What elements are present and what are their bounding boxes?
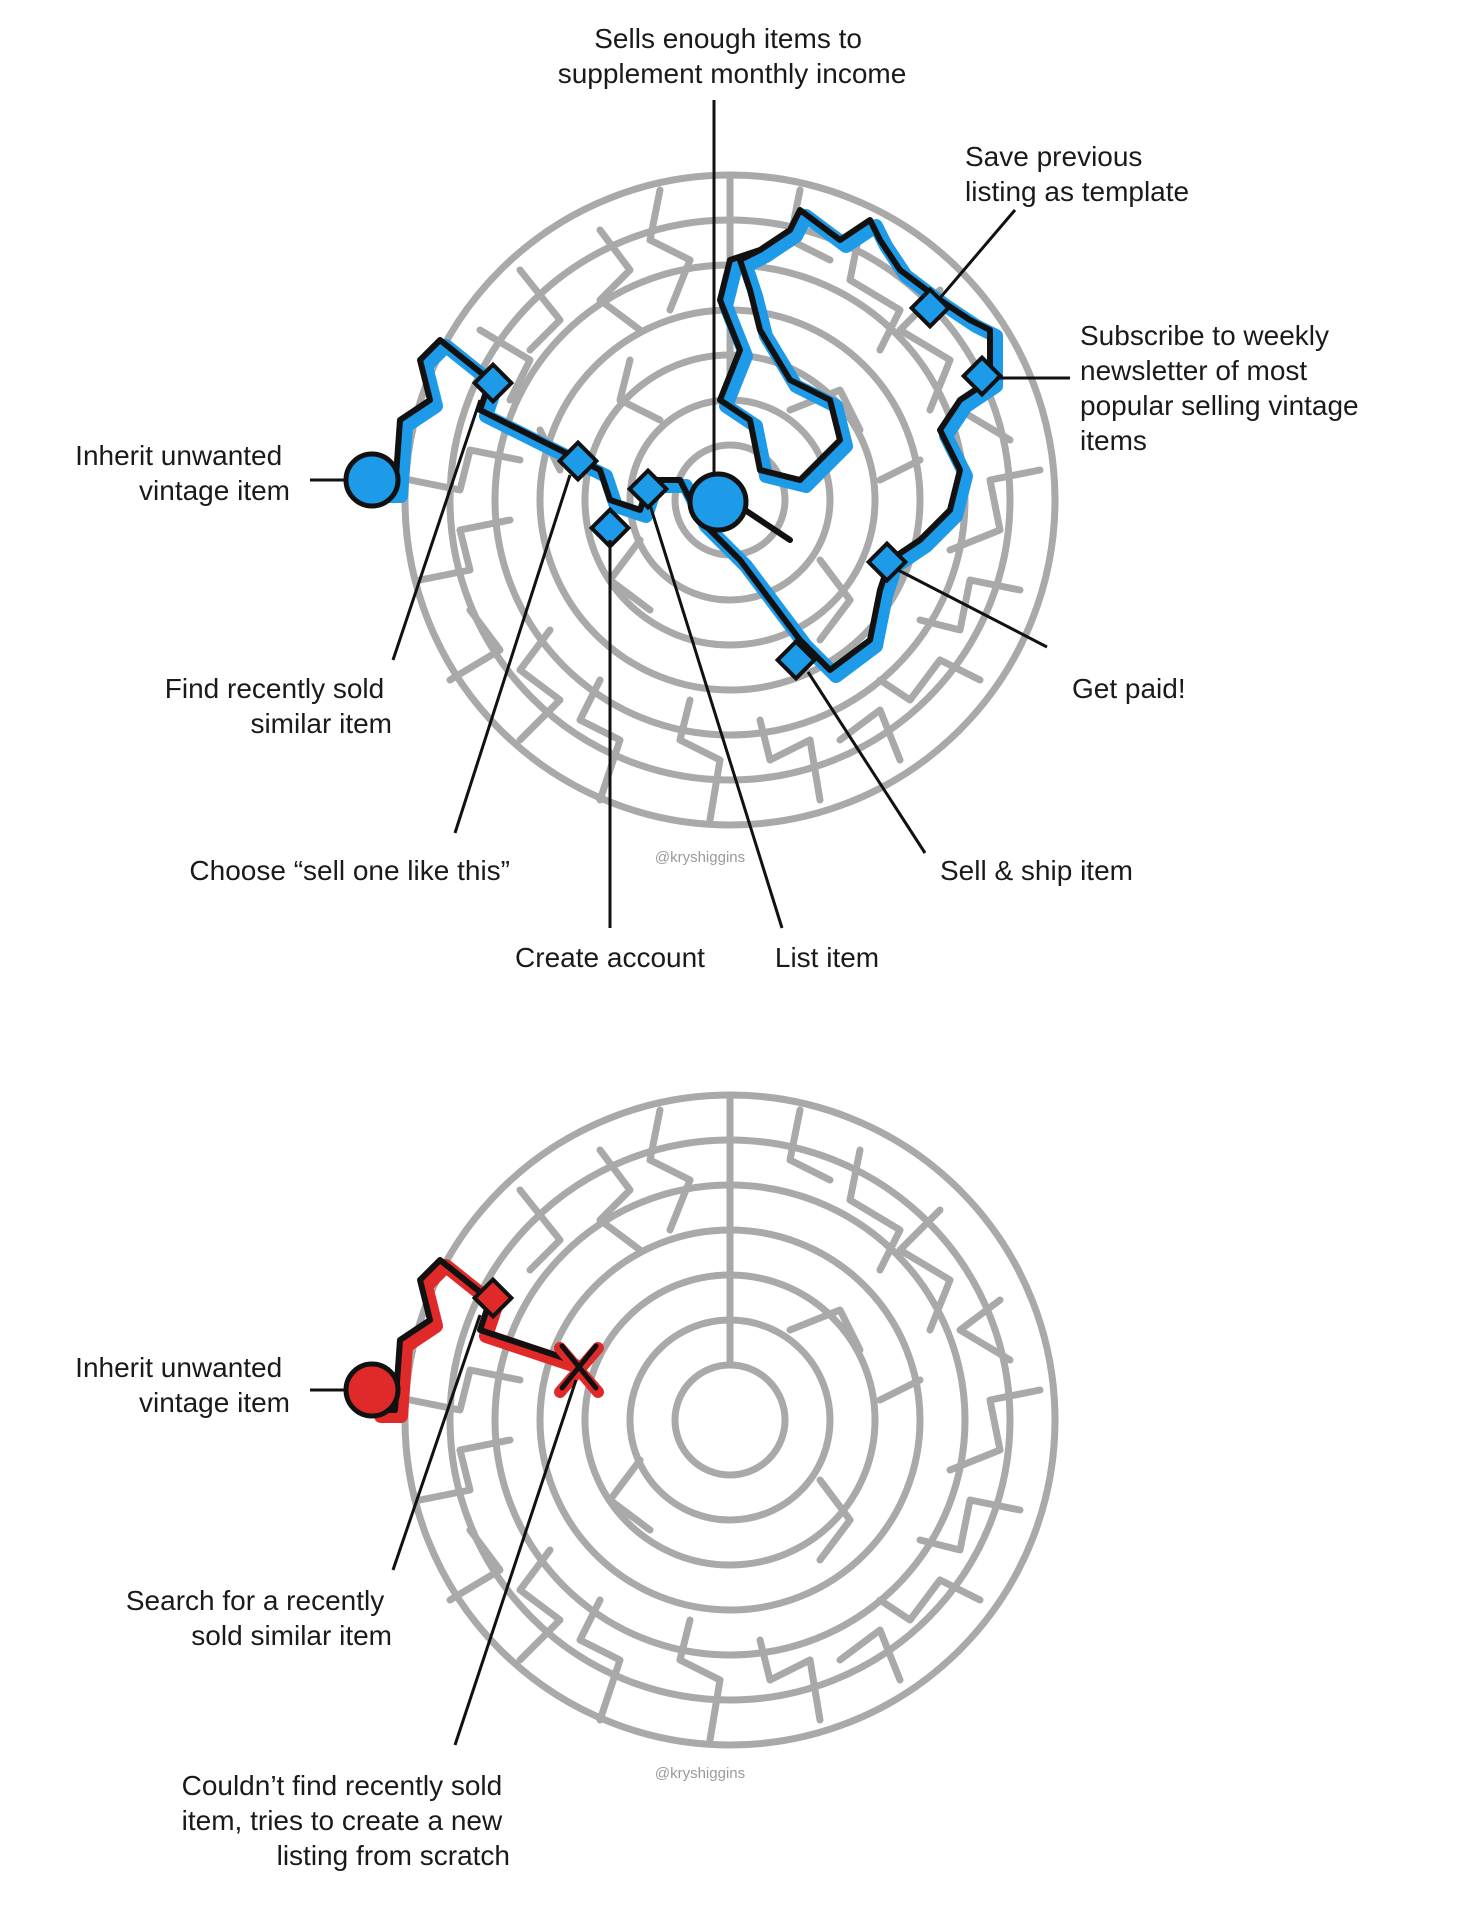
step-marker-sell-ship [774,638,818,682]
save-template-label: Save previous listing as template [965,141,1189,207]
credit-text: @kryshiggins [655,1765,745,1782]
step-marker-create-account [588,506,632,550]
failure-path [372,1257,583,1423]
failure-maze: Inherit unwanted vintage item Search for… [75,1091,1059,1871]
goal-marker [687,471,749,533]
start-marker [343,1361,401,1419]
list-item-label: List item [775,942,879,973]
goal-label: Sells enough items to supplement monthly… [558,23,907,89]
create-account-label: Create account [515,942,705,973]
step-marker-get-paid [865,540,909,584]
leader-lines [310,100,1070,929]
leader-lines [310,1314,578,1746]
credit-text: @kryshiggins [655,849,745,866]
step-markers [471,286,1004,682]
step-marker-search [471,1276,515,1320]
fail-label: Couldn’t find recently sold item, tries … [182,1770,510,1871]
sell-ship-label: Sell & ship item [940,855,1133,886]
step-marker-list-item [626,467,670,511]
step-marker-find-sold [471,361,515,405]
step-marker-save-template [908,286,952,330]
get-paid-label: Get paid! [1072,673,1186,704]
find-sold-label: Find recently sold similar item [165,673,392,739]
inherit-label: Inherit unwanted vintage item [75,1352,290,1418]
search-label: Search for a recently sold similar item [126,1585,392,1651]
inherit-label: Inherit unwanted vintage item [75,440,290,506]
start-marker [343,451,401,509]
maze-walls [401,1091,1059,1749]
fail-x-icon [554,1342,604,1398]
choose-label: Choose “sell one like this” [189,855,510,886]
subscribe-label: Subscribe to weekly newsletter of most p… [1080,320,1366,456]
step-marker-choose [556,439,600,483]
step-marker-subscribe [960,354,1004,398]
success-maze: Sells enough items to supplement monthly… [75,23,1366,973]
